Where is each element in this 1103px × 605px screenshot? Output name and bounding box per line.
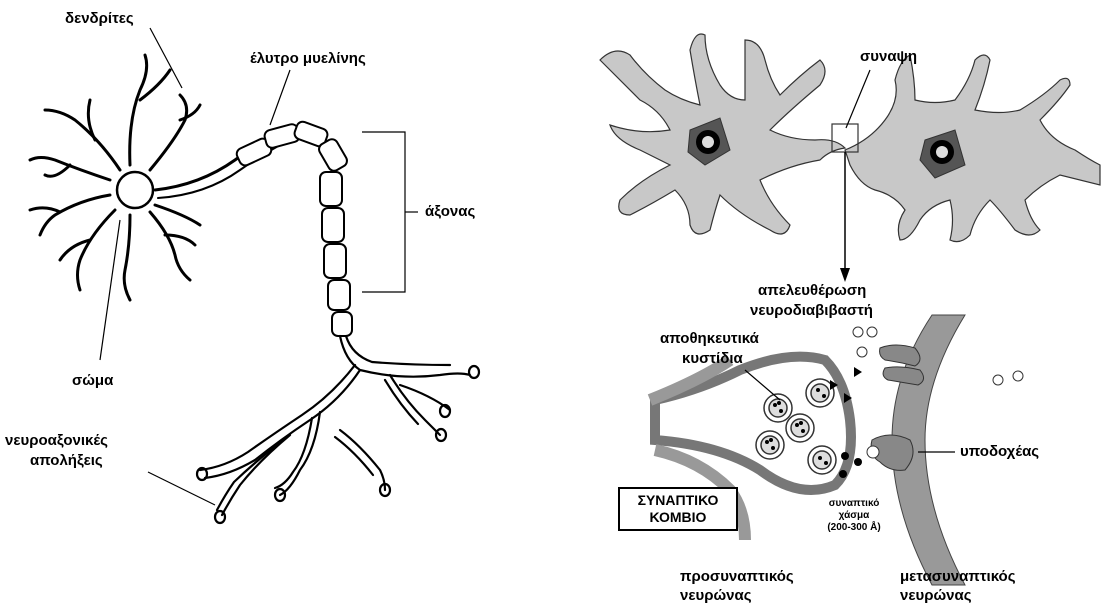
label-release-1: απελευθέρωση [758,282,866,299]
label-cleft-3: (200-300 Å) [818,522,890,534]
label-cleft-1: συναπτικό [824,498,884,510]
dendrites [30,55,200,300]
label-vesicles-2: κυστίδια [682,350,743,367]
label-axon-terminals-2: απολήξεις [30,452,103,469]
left-neuron [30,55,280,300]
label-axon: άξονας [425,203,475,220]
axon-terminals [197,336,479,523]
label-vesicles-1: αποθηκευτικά [660,330,759,347]
junction-line-2: ΚΟΜΒΙΟ [626,509,730,526]
label-release-2: νευροδιαβιβαστή [750,302,873,319]
label-receptor: υποδοχέας [960,443,1039,460]
two-neurons [600,34,1100,282]
label-soma: σώμα [72,372,113,389]
arrow-release-3 [854,367,862,377]
label-dendrites: δενδρίτες [65,10,134,27]
soma-nucleus [117,172,153,208]
label-cleft-2: χάσμα [824,510,884,522]
label-presynaptic-1: προσυναπτικός [680,568,794,585]
label-axon-terminals-1: νευροαξονικές [5,432,108,449]
label-postsynaptic-1: μετασυναπτικός [900,568,1016,585]
leader-lines-left [100,28,418,505]
label-myelin-sheath: έλυτρο μυελίνης [250,50,366,67]
label-postsynaptic-2: νευρώνας [900,587,972,604]
junction-line-1: ΣΥΝΑΠΤΙΚΟ [626,492,730,509]
myelin-sheath [235,120,352,336]
synaptic-junction-box: ΣΥΝΑΠΤΙΚΟ ΚΟΜΒΙΟ [618,487,738,531]
label-presynaptic-2: νευρώνας [680,587,752,604]
label-synapse: συναψη [860,48,917,65]
